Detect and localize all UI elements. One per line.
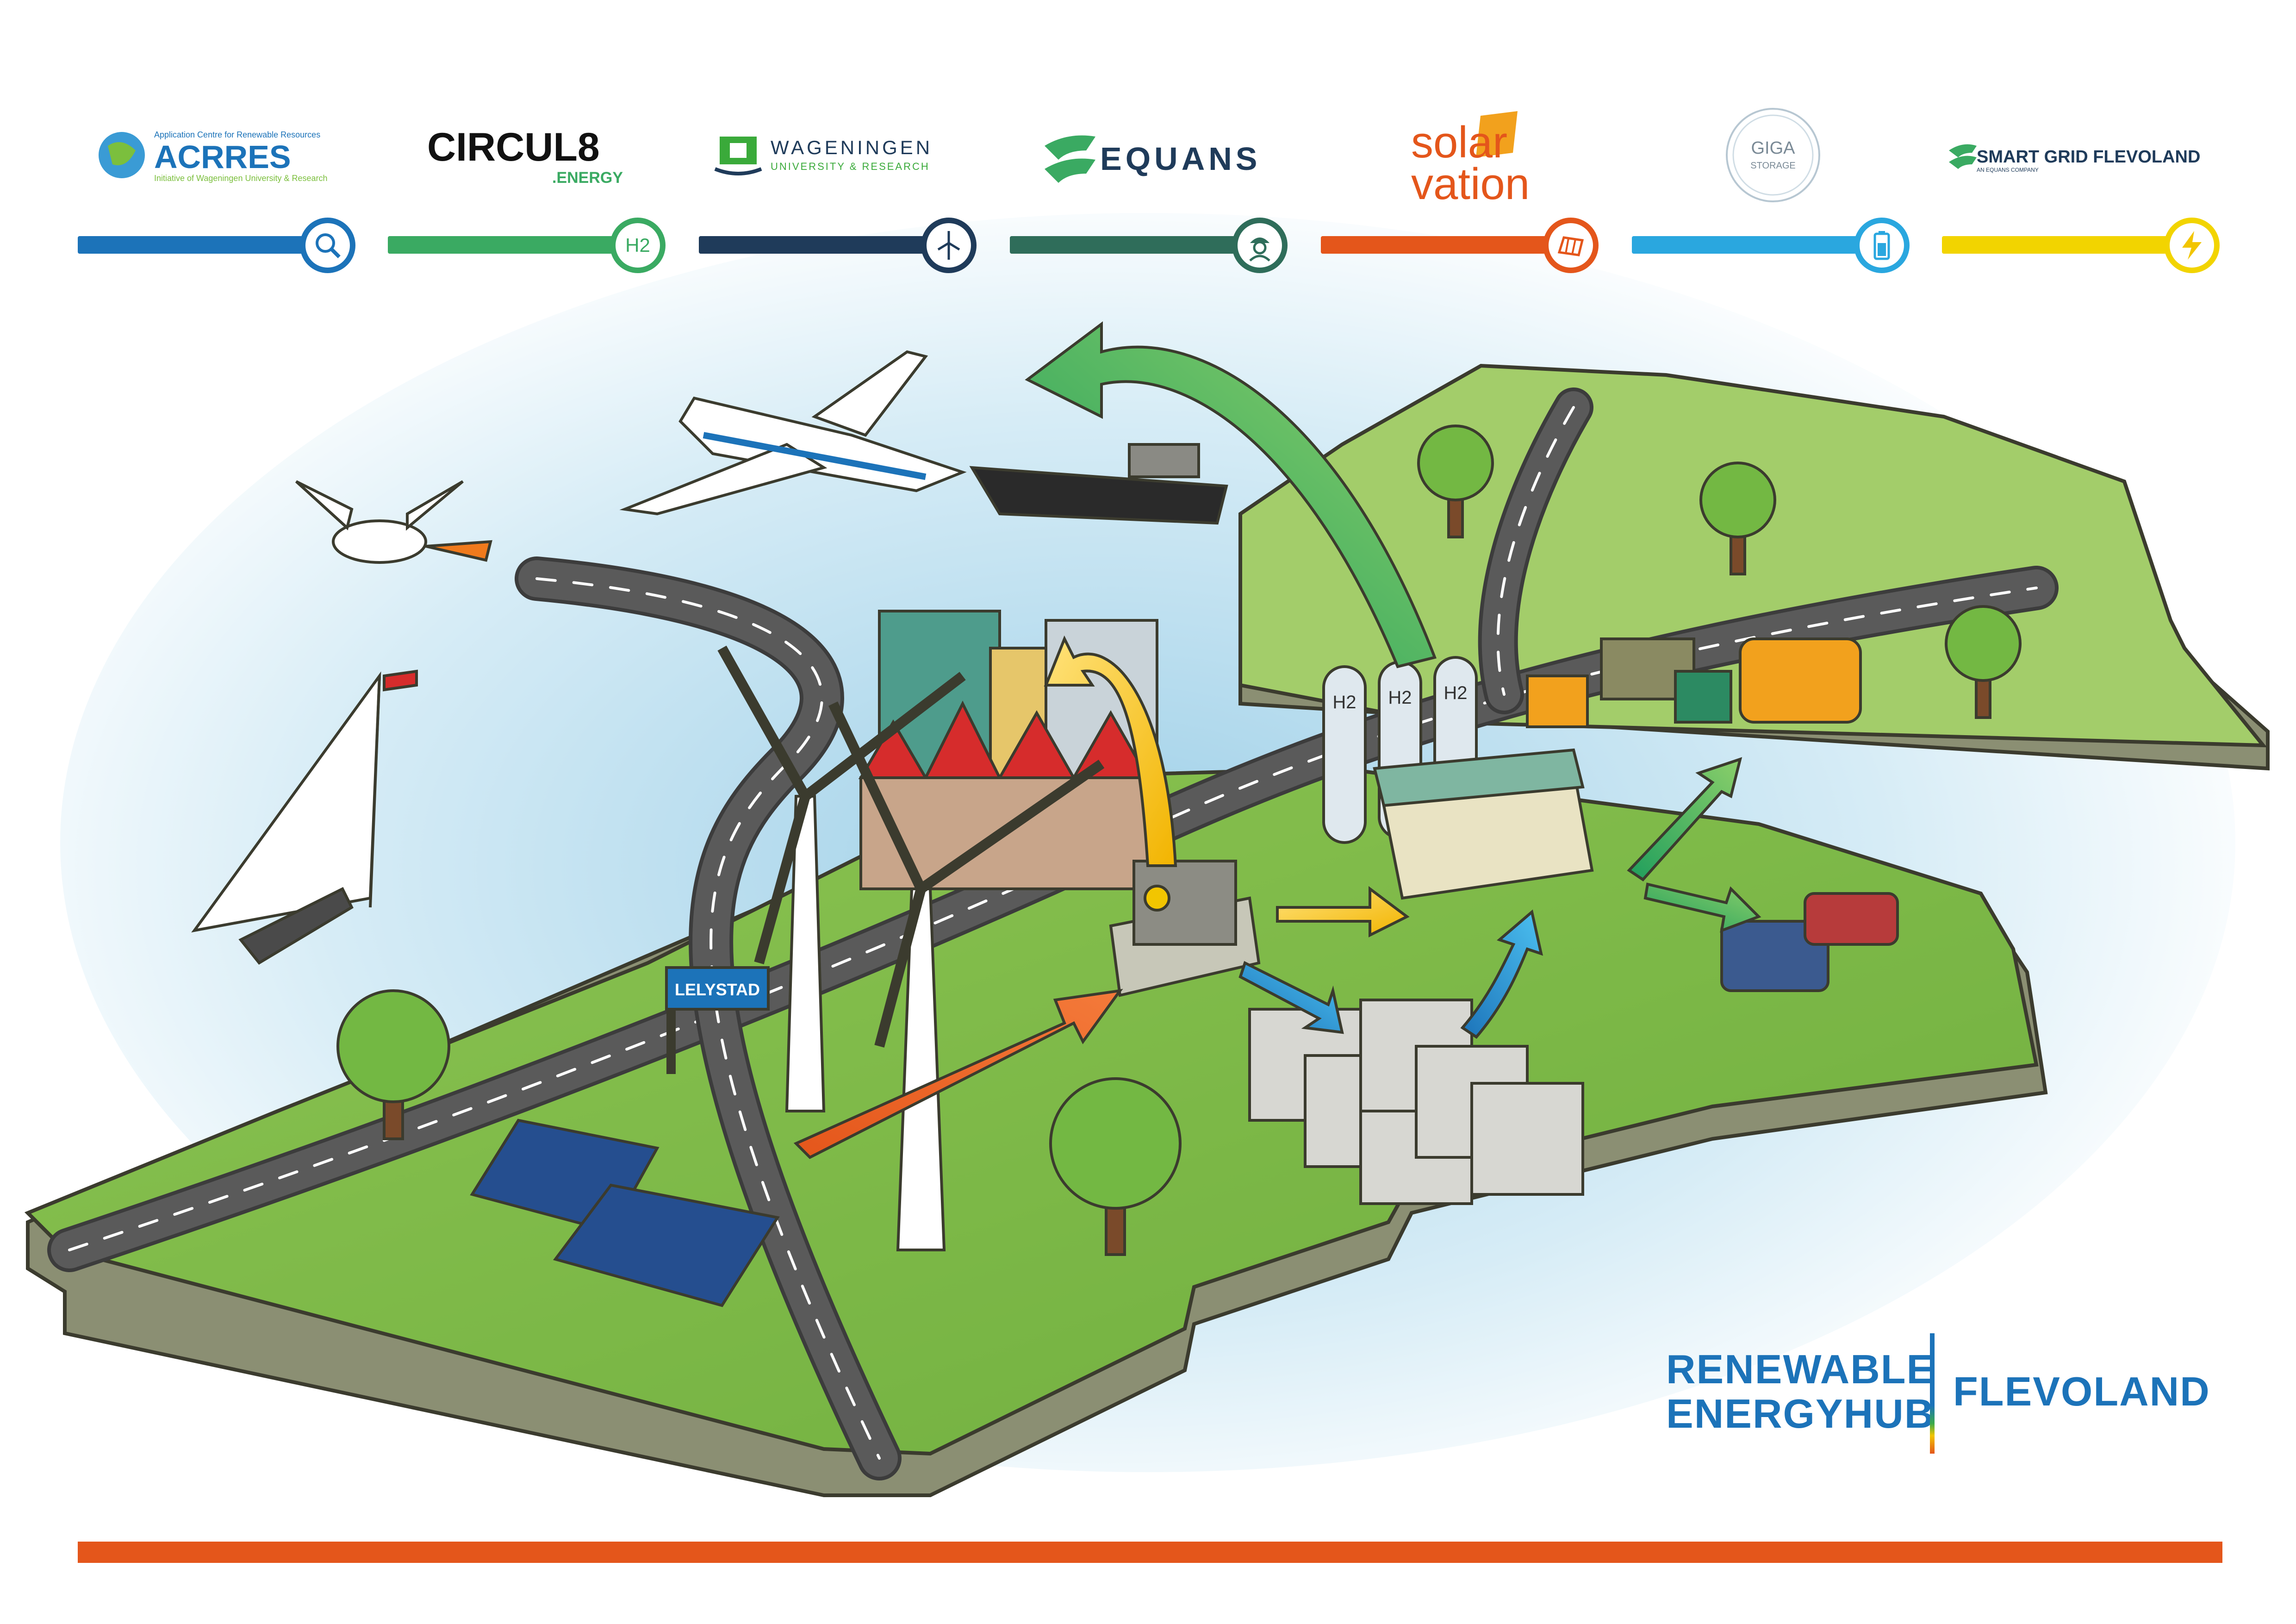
partner-gigastorage[interactable]: GIGA STORAGE — [1632, 102, 1914, 278]
sailboat — [191, 669, 418, 965]
trees — [336, 425, 2022, 1256]
partner-acrres[interactable]: Application Centre for Renewable Resourc… — [78, 102, 360, 278]
substation — [1109, 860, 1261, 997]
solar-panel-icon — [1543, 218, 1599, 273]
svg-text:GIGA: GIGA — [1751, 138, 1795, 158]
arrow-substation-to-battery — [1238, 961, 1344, 1034]
h2-tank-label: H2 — [1388, 687, 1412, 708]
arrow-hydrogen-to-cars — [1643, 882, 1761, 933]
worker-icon — [1232, 218, 1288, 273]
arrow-battery-to-hydrogen — [1460, 909, 1543, 1039]
svg-text:WAGENINGEN: WAGENINGEN — [771, 137, 933, 158]
magnifier-icon — [300, 218, 355, 273]
partner-circul8[interactable]: CIRCUL8 .ENERGY H2 — [388, 102, 670, 278]
svg-text:CIRCUL8: CIRCUL8 — [427, 125, 600, 169]
partner-bar-gigastorage — [1632, 236, 1863, 254]
arrow-substation-to-city — [1044, 635, 1177, 867]
svg-text:ACRRES: ACRRES — [154, 139, 291, 175]
svg-text:EQUANS: EQUANS — [1100, 141, 1261, 177]
acrres-logo: Application Centre for Renewable Resourc… — [78, 102, 360, 208]
arrow-substation-to-hydrogen — [1276, 886, 1410, 937]
battery-storage — [1248, 999, 1584, 1205]
bottom-accent-bar — [78, 1542, 2222, 1563]
svg-text:vation: vation — [1411, 159, 1530, 208]
arrow-hydrogen-to-ship — [1025, 321, 1437, 668]
partner-bar-circul8 — [388, 236, 619, 254]
wind-turbine-icon — [921, 218, 977, 273]
partner-equans[interactable]: EQUANS — [1010, 102, 1292, 278]
energy-flow-arrows — [793, 321, 1761, 1159]
hydrogen-plant: H2 H2 H2 — [1322, 656, 1594, 900]
cargo-ship — [969, 443, 1228, 525]
hub-title-line3: FLEVOLAND — [1953, 1368, 2210, 1414]
circul8-logo: CIRCUL8 .ENERGY — [388, 102, 670, 208]
battery-icon — [1854, 218, 1910, 273]
hub-title-line2: ENERGYHUB — [1666, 1391, 1935, 1437]
svg-text:solar: solar — [1411, 118, 1507, 167]
partner-wageningen[interactable]: WAGENINGEN UNIVERSITY & RESEARCH — [699, 102, 981, 278]
partner-bar-wageningen — [699, 236, 930, 254]
stork-bird — [295, 480, 492, 564]
hub-title: RENEWABLE ENERGYHUB FLEVOLAND — [1666, 1333, 2221, 1454]
wind-turbines — [717, 645, 1105, 1251]
gigastorage-logo: GIGA STORAGE — [1632, 102, 1914, 208]
svg-text:Initiative of Wageningen Unive: Initiative of Wageningen University & Re… — [154, 174, 328, 183]
arrow-wind-to-substation — [793, 989, 1123, 1159]
svg-text:SMART GRID FLEVOLAND: SMART GRID FLEVOLAND — [1977, 147, 2200, 167]
partner-smartgrid[interactable]: SMART GRID FLEVOLAND AN EQUANS COMPANY — [1942, 102, 2224, 278]
hub-title-divider — [1930, 1333, 1935, 1454]
partner-solarvation[interactable]: solar vation — [1321, 102, 1603, 278]
partner-bar-equans — [1010, 236, 1241, 254]
wageningen-logo: WAGENINGEN UNIVERSITY & RESEARCH — [699, 102, 981, 208]
equans-logo: EQUANS — [1010, 102, 1292, 208]
h2-tank-label: H2 — [1332, 692, 1356, 712]
solar-panels — [470, 1118, 780, 1307]
airplane — [619, 350, 967, 516]
smartgrid-logo: SMART GRID FLEVOLAND AN EQUANS COMPANY — [1942, 102, 2224, 208]
partner-bar-solarvation — [1321, 236, 1552, 254]
svg-text:AN EQUANS COMPANY: AN EQUANS COMPANY — [1977, 167, 2039, 173]
svg-text:STORAGE: STORAGE — [1750, 161, 1795, 171]
vehicles — [1526, 637, 1899, 992]
svg-text:UNIVERSITY & RESEARCH: UNIVERSITY & RESEARCH — [771, 161, 930, 172]
road-sign-text: LELYSTAD — [675, 980, 760, 999]
solarvation-logo: solar vation — [1321, 102, 1603, 208]
partner-bar-smartgrid — [1942, 236, 2173, 254]
arrow-hydrogen-to-vehicles — [1627, 757, 1742, 881]
svg-text:Application Centre for Renewab: Application Centre for Renewable Resourc… — [154, 130, 320, 139]
lightning-icon — [2164, 218, 2220, 273]
svg-text:.ENERGY: .ENERGY — [552, 169, 623, 187]
h2-tank-label: H2 — [1444, 683, 1467, 703]
road-sign-lelystad: LELYSTAD — [665, 966, 770, 1074]
partner-bar-acrres — [78, 236, 309, 254]
hub-title-line1: RENEWABLE — [1666, 1346, 1935, 1392]
h2-icon: H2 — [610, 218, 666, 273]
